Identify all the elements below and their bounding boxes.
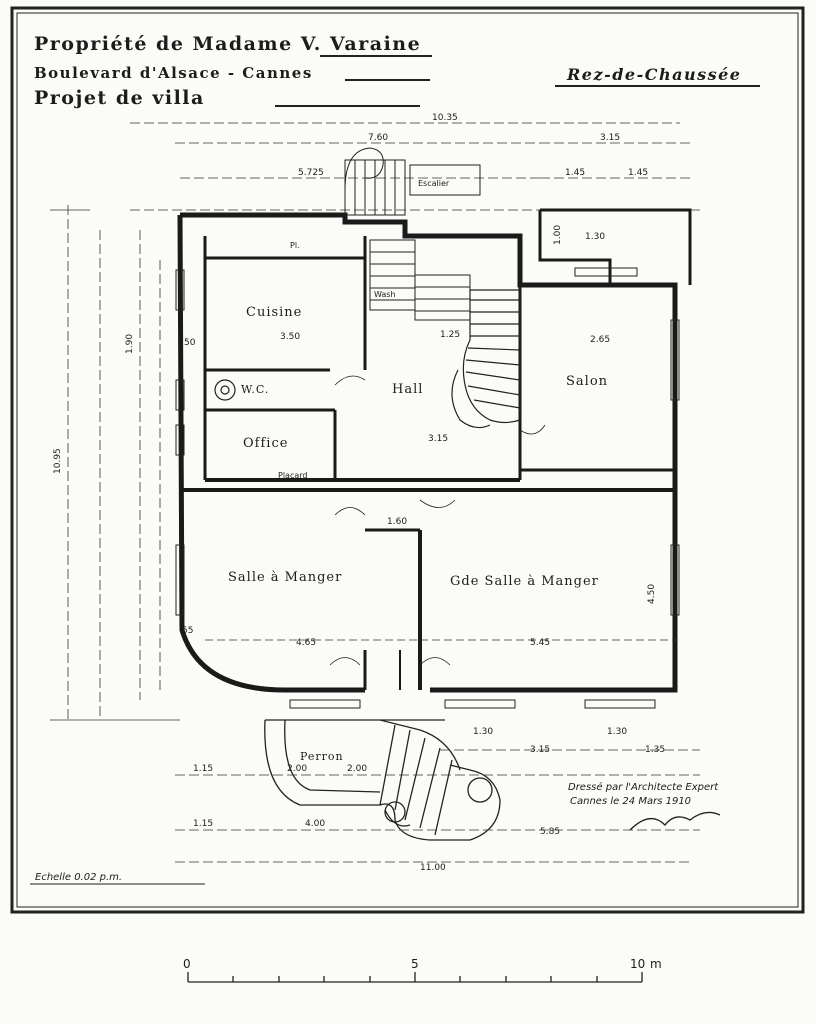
attestation-line-2: Cannes le 24 Mars 1910 [570, 796, 691, 807]
dim-4-00: 4.00 [305, 819, 325, 829]
dim-7-60: 7.60 [368, 133, 388, 143]
attestation-line-1: Dressé par l'Architecte Expert [568, 781, 719, 793]
dim-5-85: 5.85 [540, 827, 560, 837]
outer-frame [10, 6, 805, 914]
dim-2-00b: 2.00 [347, 764, 367, 774]
dim-3-50: 3.50 [280, 332, 300, 342]
door-swings [329, 375, 546, 666]
label-pl: Pl. [290, 241, 300, 250]
dim-1-15: 1.15 [193, 764, 213, 774]
inner-frame [16, 12, 799, 908]
dim-1-00a: 1.00 [553, 225, 563, 245]
dim-1-45b: 1.45 [628, 168, 648, 178]
dim-1-15b: 1.15 [193, 819, 213, 829]
service-stair [369, 239, 471, 321]
room-perron: Perron [300, 750, 344, 763]
dim-50: 50 [184, 338, 196, 348]
dim-1-35: 1.35 [645, 745, 665, 755]
room-office: Office [243, 436, 288, 451]
dim-4-50: 4.50 [647, 584, 657, 604]
dim-1-30c: 1.30 [607, 727, 627, 737]
dim-1-25: 1.25 [440, 330, 460, 340]
title-block: Propriété de Madame V. Varaine Boulevard… [34, 33, 432, 109]
room-grande-salle-a-manger: Gde Salle à Manger [450, 574, 599, 589]
dim-1-45: 1.45 [565, 168, 585, 178]
dim-1-30a: 1.30 [585, 232, 605, 242]
building-walls [177, 208, 692, 693]
dim-2-00: 2.00 [287, 764, 307, 774]
dim-3-15-top: 3.15 [600, 133, 620, 143]
label-escalier: Escalier [418, 179, 450, 188]
scale-tick-10: 10 [630, 957, 645, 971]
level-label: Rez-de-Chaussée [566, 65, 741, 84]
title-line-2: Boulevard d'Alsace - Cannes [34, 64, 313, 82]
scale-tick-0: 0 [183, 957, 191, 971]
dim-4-65: 4.65 [296, 638, 316, 648]
scale-unit: m [650, 957, 662, 971]
title-line-1: Propriété de Madame V. Varaine [34, 33, 421, 55]
dim-3-15-bot: 3.15 [530, 745, 550, 755]
architect-signature [629, 811, 721, 831]
dim-5-725: 5.725 [298, 168, 324, 178]
entry-stair-top [344, 147, 481, 216]
windows [175, 267, 680, 709]
perron-stair [264, 719, 501, 841]
dim-3-15-hall: 3.15 [428, 434, 448, 444]
scale-tick-5: 5 [411, 957, 419, 971]
attestation-block: Dressé par l'Architecte Expert Cannes le… [568, 781, 721, 831]
bottom-dimensions [175, 749, 700, 863]
dim-1-90: 1.90 [125, 334, 135, 354]
label-wash: Wash [374, 290, 396, 299]
dim-10-95: 10.95 [53, 448, 63, 474]
room-salon: Salon [566, 374, 608, 389]
dim-1-30b: 1.30 [473, 727, 493, 737]
room-salle-a-manger: Salle à Manger [228, 570, 342, 585]
dim-2-65: 2.65 [590, 335, 610, 345]
dim-5-45: 5.45 [530, 638, 550, 648]
dim-11-00: 11.00 [420, 863, 446, 873]
hall-staircase [451, 289, 521, 429]
dim-1-60: 1.60 [387, 517, 407, 527]
room-wc: W.C. [241, 383, 269, 396]
dim-overall-top: 10.35 [432, 113, 458, 123]
room-hall: Hall [392, 382, 423, 397]
left-dimensions [50, 205, 180, 721]
level-label-block: Rez-de-Chaussée [555, 65, 760, 87]
scale-note: Echelle 0.02 p.m. [35, 872, 122, 883]
scale-bar [187, 972, 643, 983]
label-placard: Placard [278, 471, 307, 480]
wc-fixture [214, 379, 236, 401]
room-cuisine: Cuisine [246, 305, 302, 320]
dim-55: 55 [182, 626, 193, 636]
title-line-3: Projet de villa [34, 87, 205, 109]
